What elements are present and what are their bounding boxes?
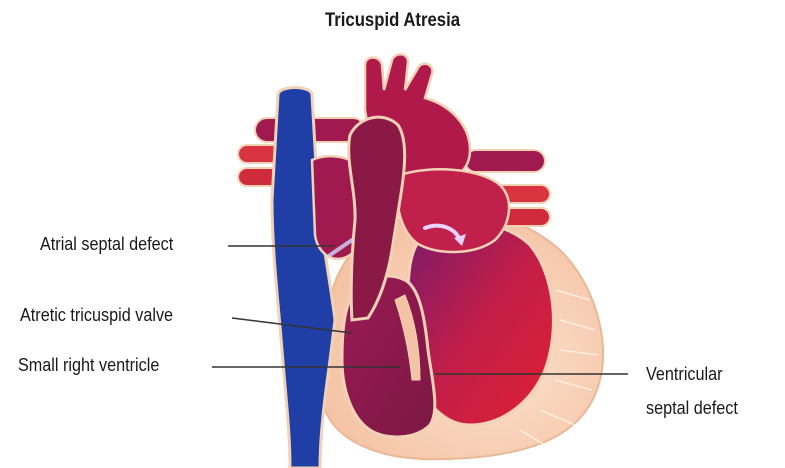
label-small-right-ventricle: Small right ventricle [18,355,159,376]
left-atrium [397,169,509,252]
label-ventricular: Ventricular [646,364,723,385]
label-atretic-tricuspid-valve: Atretic tricuspid valve [20,305,173,326]
label-atrial-septal-defect: Atrial septal defect [40,234,173,255]
label-septal-defect: septal defect [646,398,738,419]
